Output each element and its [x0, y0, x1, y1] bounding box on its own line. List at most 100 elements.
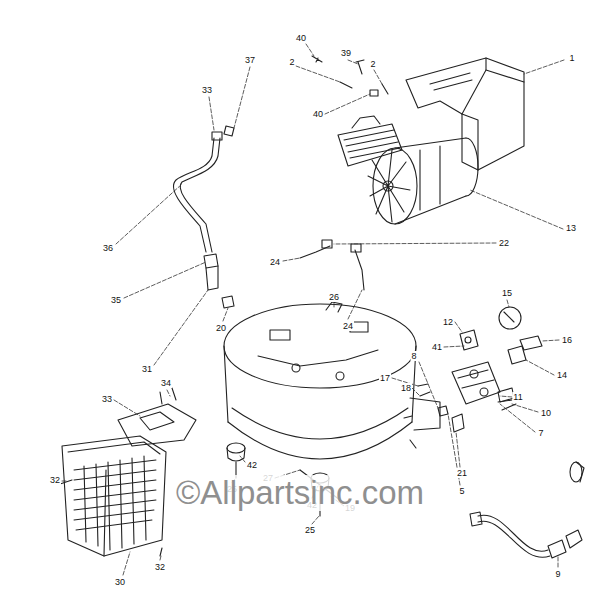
callout-number: 14	[556, 370, 568, 380]
leader-line	[512, 404, 538, 412]
rear-shroud	[74, 460, 156, 530]
air-tank	[326, 302, 342, 312]
mounting-bracket	[140, 412, 174, 430]
rubber-feet	[227, 443, 245, 453]
watermark: ©Allpartsinc.com	[172, 475, 428, 511]
leader-line	[500, 396, 512, 397]
air-hose	[478, 515, 548, 551]
manifold-assembly	[438, 406, 448, 416]
callout-number: 25	[304, 525, 316, 535]
callout-number: 10	[540, 408, 552, 418]
callout-number: 7	[537, 428, 544, 438]
screws	[356, 60, 364, 74]
leader-line	[456, 432, 460, 467]
leader-line	[62, 481, 66, 482]
leader-line	[124, 262, 206, 298]
air-tank	[258, 350, 378, 366]
leader-line	[334, 303, 335, 308]
leader-line	[412, 388, 420, 396]
callout-number: 24	[269, 257, 281, 267]
callout-number: 5	[458, 486, 465, 496]
rubber-feet	[227, 448, 245, 461]
leader-line	[234, 67, 250, 128]
callout-number: 20	[215, 323, 227, 333]
callout-number: 1	[568, 53, 575, 63]
screws	[312, 56, 322, 62]
air-hose	[478, 521, 550, 557]
motor-shroud	[430, 73, 472, 90]
callout-number: 31	[141, 364, 153, 374]
manifold-assembly	[520, 336, 542, 350]
air-tank	[404, 416, 416, 448]
callout-number: 13	[565, 223, 577, 233]
outlet-tube	[224, 126, 234, 136]
callout-number: 42	[246, 460, 258, 470]
motor-pump	[352, 116, 380, 128]
callout-number: 22	[498, 238, 510, 248]
manifold-assembly	[458, 370, 494, 388]
leader-line	[419, 362, 438, 408]
manifold-assembly	[504, 312, 514, 322]
leader-line	[312, 516, 319, 524]
leader-line	[524, 60, 564, 74]
callout-number: 39	[340, 48, 352, 58]
mounting-bracket	[118, 404, 196, 446]
bolts	[300, 240, 364, 290]
callout-number: 26	[328, 292, 340, 302]
air-tank	[224, 346, 416, 422]
callout-number: 18	[400, 383, 412, 393]
callout-number: 33	[101, 394, 113, 404]
callout-number: 36	[102, 243, 114, 253]
air-tank	[270, 330, 290, 340]
manifold-assembly	[470, 370, 478, 378]
leader-line	[62, 44, 564, 575]
leader-line	[160, 556, 161, 560]
leader-line	[223, 308, 228, 321]
callout-number: 21	[456, 468, 468, 478]
rear-shroud	[62, 436, 166, 556]
leader-line	[296, 66, 340, 82]
manifold-assembly	[508, 346, 526, 364]
air-hose	[566, 530, 582, 548]
callout-number: 2	[369, 59, 376, 69]
manifold-assembly	[465, 337, 471, 343]
leader-line	[500, 404, 535, 432]
leader-line	[334, 243, 496, 244]
motor-shroud	[486, 70, 524, 82]
manifold-assembly	[480, 388, 488, 396]
air-hose	[470, 462, 584, 558]
manifold-assembly	[499, 307, 521, 329]
screws	[340, 82, 388, 94]
mounting-bracket	[118, 404, 196, 446]
rear-shroud	[84, 456, 146, 550]
check-valve	[204, 254, 218, 268]
callout-number: 33	[201, 85, 213, 95]
callout-number: 15	[501, 288, 513, 298]
callout-number: 34	[160, 378, 172, 388]
motor-pump	[338, 124, 402, 166]
air-tank	[292, 364, 300, 372]
manifold-assembly	[452, 414, 464, 432]
leader-line	[240, 456, 245, 462]
motor-pump	[466, 138, 478, 196]
manifold-assembly	[418, 384, 430, 396]
callout-number: 17	[379, 373, 391, 383]
leader-line	[325, 94, 370, 114]
callout-number: 2	[288, 57, 295, 67]
leader-line	[167, 390, 170, 396]
air-tank	[224, 304, 416, 388]
motor-pump	[338, 116, 478, 224]
callout-number: 35	[110, 295, 122, 305]
leader-line	[444, 346, 464, 347]
air-hose	[576, 462, 584, 482]
leader-line	[470, 190, 563, 229]
leader-line	[348, 290, 362, 319]
rear-shroud	[62, 436, 166, 556]
leader-line	[116, 184, 182, 244]
bolts	[351, 244, 361, 252]
callout-number: 16	[561, 335, 573, 345]
motor-pump	[344, 130, 400, 158]
leader-line	[123, 552, 130, 575]
